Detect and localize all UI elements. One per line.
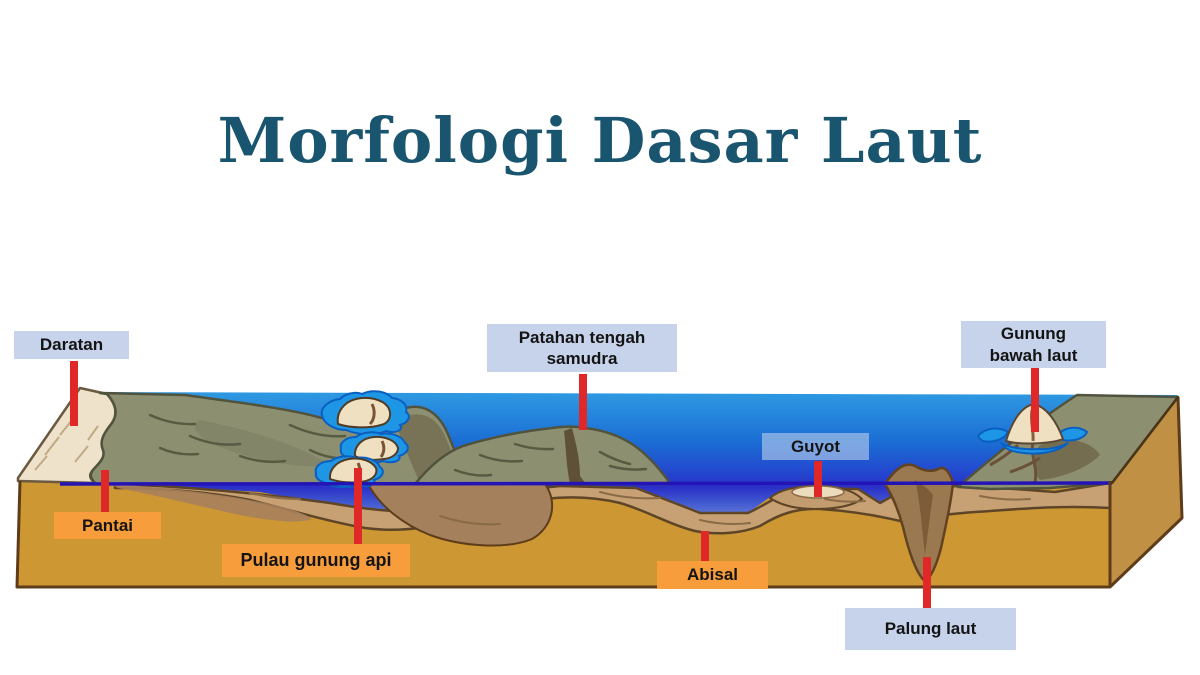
island-2-mark: [379, 440, 386, 458]
gunung-bawah-laut-pointer-line: [1031, 368, 1039, 432]
island-1-mark: [368, 403, 376, 426]
label-gunung-bawah-laut-text: Gunung bawah laut: [989, 324, 1078, 365]
mid-ocean-ridge: [413, 425, 672, 486]
block-outline: [15, 396, 1184, 589]
pulau-gunung-api-pointer-line: [354, 468, 362, 545]
label-palung-laut: Palung laut: [845, 608, 1016, 650]
ridge-fault-crack: [564, 428, 586, 484]
pantai-pointer-line: [101, 470, 109, 513]
label-abisal-text: Abisal: [686, 565, 739, 585]
sea-level-line: [59, 481, 1113, 486]
ridge-texture: [453, 442, 648, 477]
patahan-tengah-samudra-pointer-line: [579, 374, 587, 430]
mainland-texture: [34, 419, 99, 471]
seafloor-texture: [249, 491, 1031, 526]
label-pantai: Pantai: [54, 512, 161, 539]
island-1: [336, 396, 392, 429]
label-patahan-tengah-samudra-text: Patahan tengah samudra: [518, 327, 646, 368]
coastal-mountains-texture: [148, 413, 352, 464]
label-daratan-text: Daratan: [39, 335, 104, 355]
abisal-pointer-line: [701, 531, 709, 562]
shelf-sediment: [110, 484, 312, 522]
block-side-face: [1110, 397, 1182, 587]
trench-shadow: [915, 480, 933, 555]
trench: [883, 463, 955, 583]
block-top-right-edge: [1111, 396, 1179, 484]
right-slope-streak: [989, 442, 1041, 484]
daratan-pointer-line: [70, 361, 78, 426]
label-pulau-gunung-api-text: Pulau gunung api: [240, 550, 392, 571]
palung-laut-pointer-line: [923, 557, 931, 610]
label-gunung-bawah-laut: Gunung bawah laut: [961, 321, 1106, 368]
label-daratan: Daratan: [14, 331, 129, 359]
label-pulau-gunung-api: Pulau gunung api: [222, 544, 410, 577]
label-guyot: Guyot: [762, 433, 869, 460]
label-guyot-text: Guyot: [790, 436, 841, 456]
label-abisal: Abisal: [657, 561, 768, 589]
label-palung-laut-text: Palung laut: [884, 619, 977, 639]
page-title: Morfologi Dasar Laut: [217, 104, 983, 177]
label-pantai-text: Pantai: [81, 515, 134, 535]
coastal-mountains-shade2: [195, 420, 330, 467]
slope-sediment: [366, 483, 554, 547]
label-patahan-tengah-samudra: Patahan tengah samudra: [487, 324, 677, 372]
guyot-pointer-line: [814, 461, 822, 497]
